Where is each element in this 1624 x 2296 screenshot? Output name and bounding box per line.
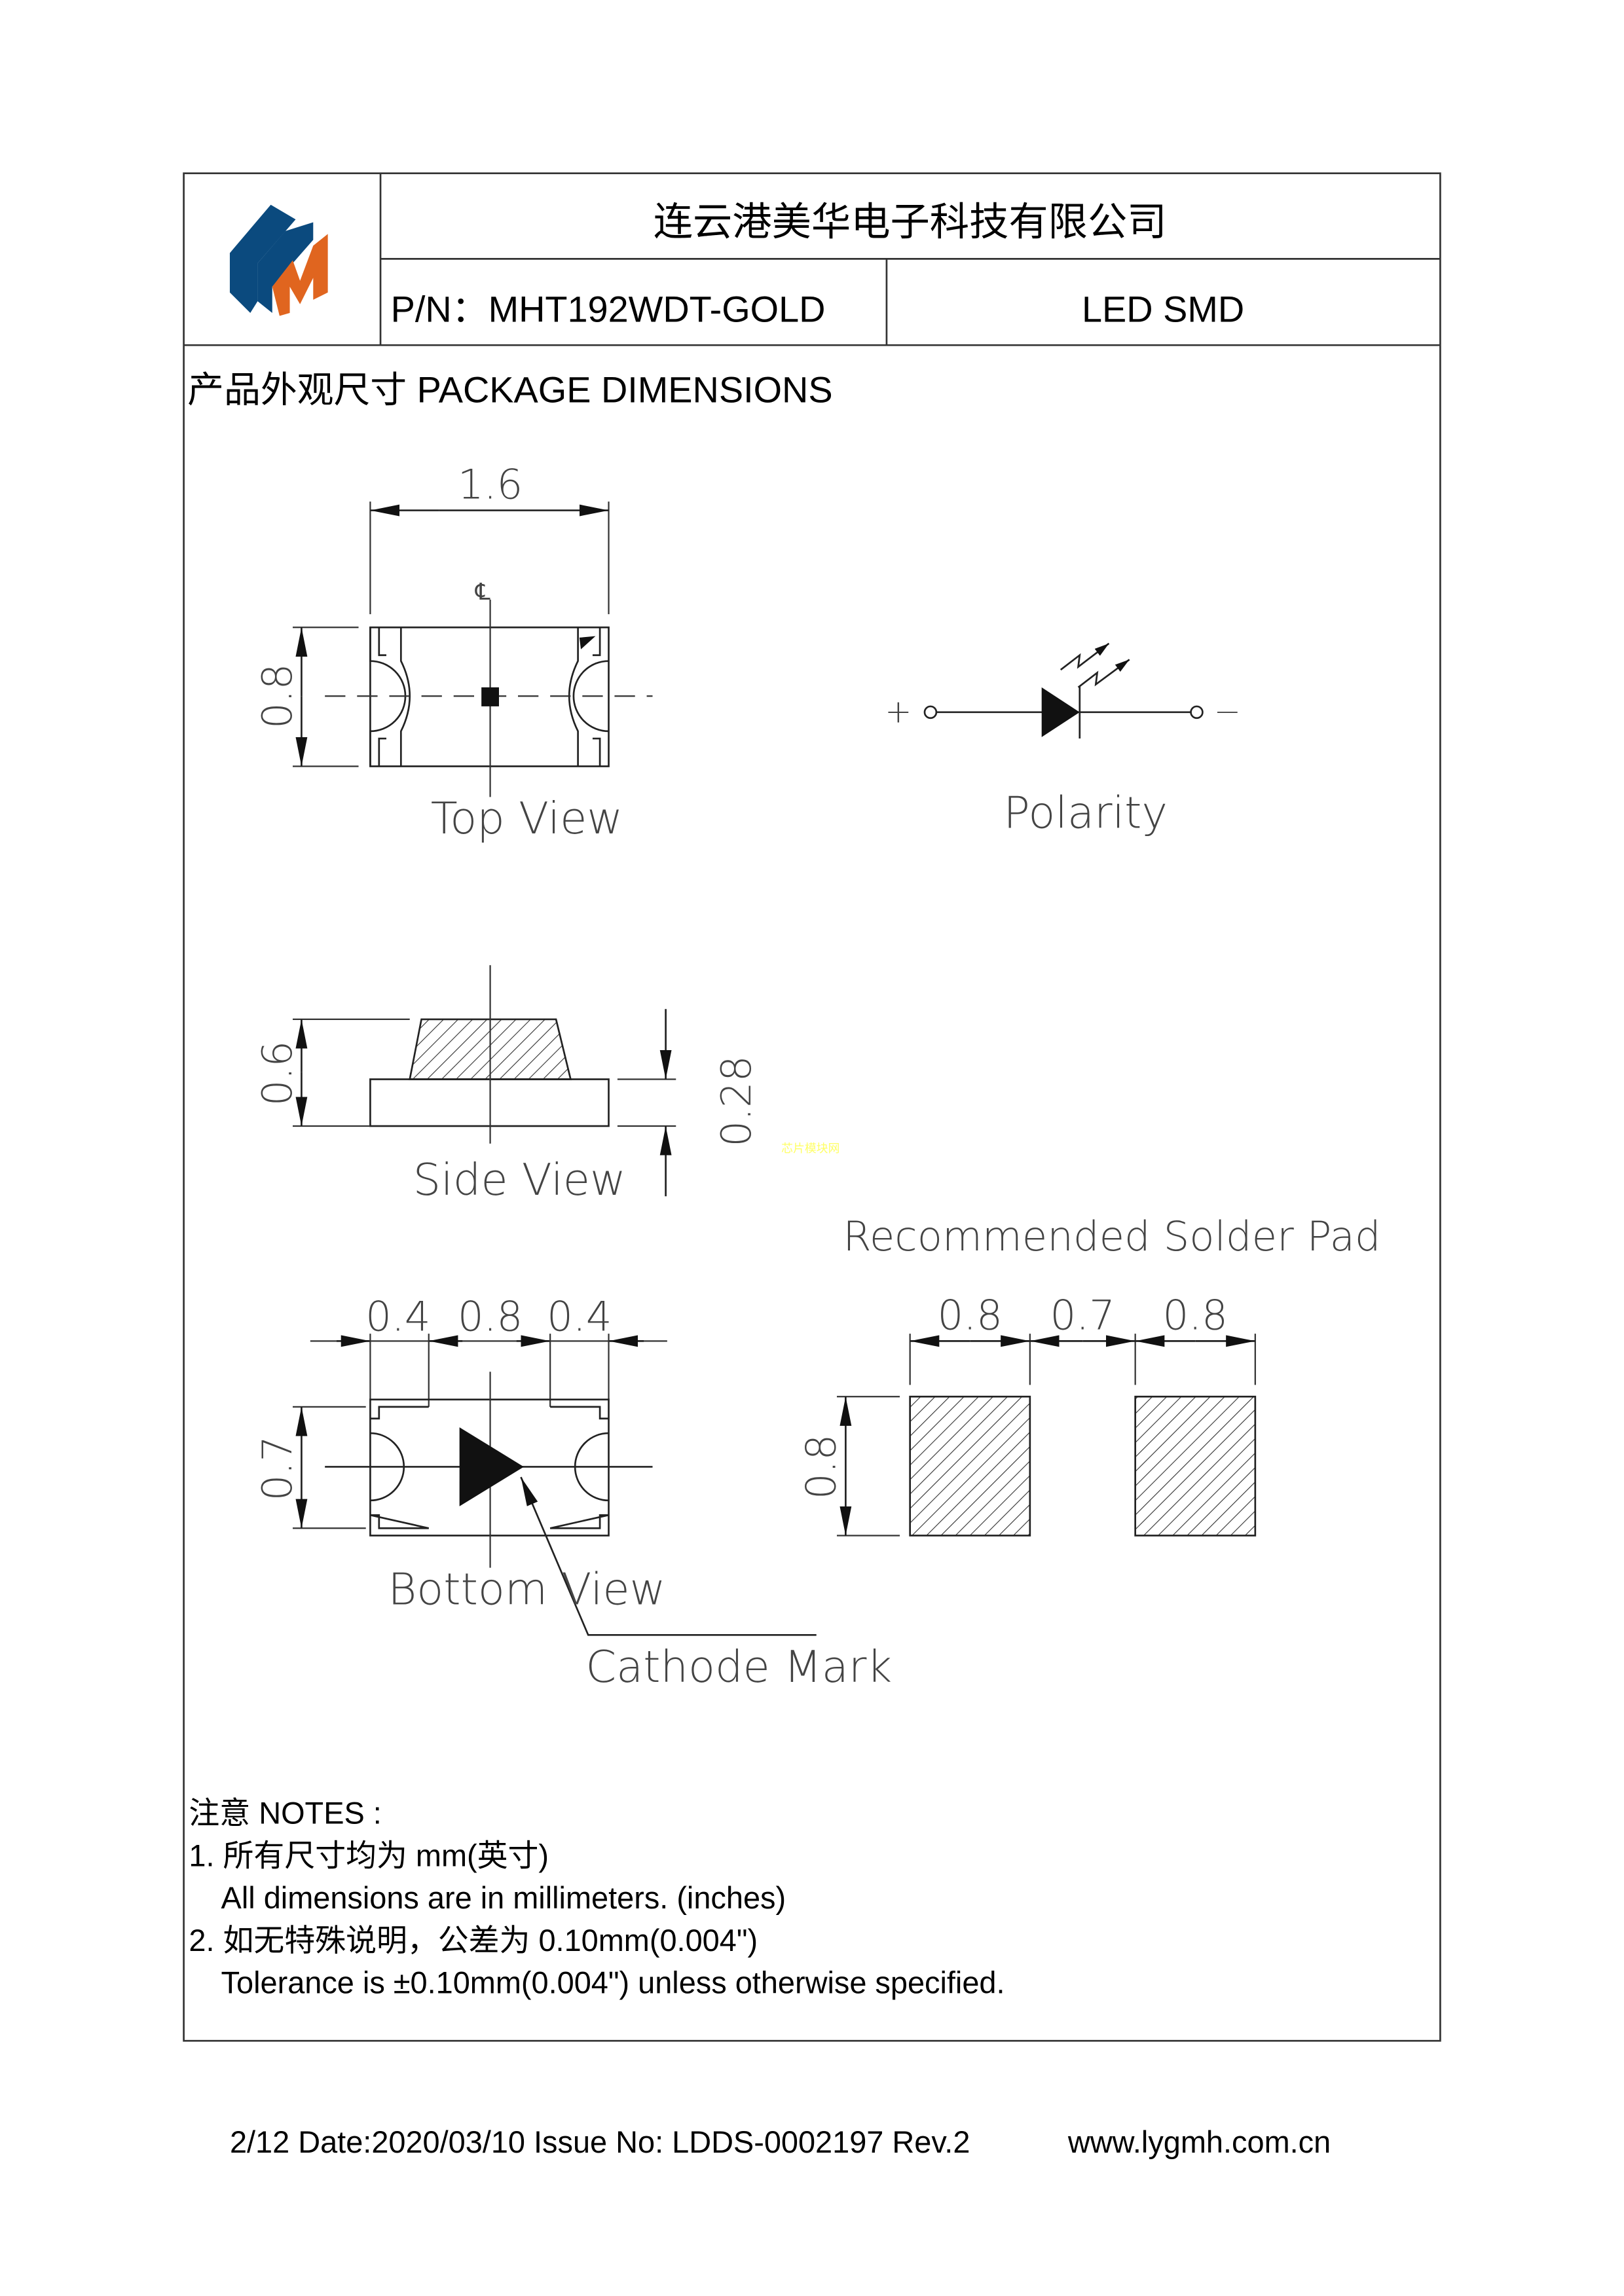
- part-number: P/N：MHT192WDT-GOLD: [391, 288, 826, 329]
- solder-pad-left: [909, 1395, 1031, 1537]
- pad-dim-gap: 0.7: [1050, 1291, 1115, 1339]
- pad-height-dim: 0.8: [798, 1434, 845, 1499]
- footer-website[interactable]: www.lygmh.com.cn: [1067, 2125, 1331, 2159]
- solder-pad-label: Recommended Solder Pad: [843, 1212, 1380, 1260]
- side-base-dim: 0.28: [712, 1055, 760, 1146]
- top-view-label: Top View: [431, 793, 623, 844]
- polarity-symbol: + − Polarity: [885, 642, 1241, 838]
- section-title: 产品外观尺寸 PACKAGE DIMENSIONS: [187, 369, 832, 410]
- note-2-en: Tolerance is ±0.10mm(0.004") unless othe…: [221, 1966, 1005, 2000]
- note-1-en: All dimensions are in millimeters. (inch…: [221, 1881, 786, 1915]
- side-view-drawing: 0.6 0.28 芯片模块网 Side View: [253, 965, 840, 1205]
- company-name: 连云港美华电子科技有限公司: [654, 200, 1167, 246]
- pad-dim-right: 0.8: [1163, 1291, 1228, 1339]
- bottom-view-drawing: 0.4 0.8 0.4 0.7 Bottom View Cathode Mark: [253, 1293, 892, 1692]
- bottom-dim-left: 0.4: [365, 1293, 430, 1341]
- solder-pad-right: [1134, 1395, 1257, 1537]
- notes-title: 注意 NOTES :: [189, 1796, 381, 1830]
- pad-dim-left: 0.8: [938, 1291, 1003, 1339]
- note-2-cn: 2. 如无特殊说明，公差为 0.10mm(0.004"): [189, 1923, 758, 1958]
- page-border: [183, 172, 1441, 2042]
- header-table: 连云港美华电子科技有限公司 P/N：MHT192WDT-GOLD LED SMD: [183, 172, 1441, 2042]
- polarity-label: Polarity: [1003, 787, 1168, 838]
- side-height-dim: 0.6: [253, 1041, 301, 1106]
- watermark: 芯片模块网: [781, 1142, 840, 1156]
- bottom-dim-right: 0.4: [547, 1293, 612, 1341]
- company-logo: [229, 204, 328, 316]
- polarity-plus: +: [885, 692, 912, 730]
- top-view-drawing: 1.6 0.8 ℄ Top View: [253, 461, 653, 844]
- polarity-minus: −: [1214, 692, 1241, 730]
- top-height-dim: 0.8: [253, 664, 301, 729]
- footer-issue-info: 2/12 Date:2020/03/10 Issue No: LDDS-0002…: [230, 2125, 970, 2159]
- bottom-dim-center: 0.8: [458, 1293, 523, 1341]
- notes-section: 注意 NOTES : 1. 所有尺寸均为 mm(英寸) All dimensio…: [189, 1796, 1005, 1999]
- bottom-height-dim: 0.7: [253, 1436, 301, 1501]
- cathode-mark-triangle: [459, 1427, 524, 1506]
- bottom-view-label: Bottom View: [388, 1563, 665, 1614]
- note-1-cn: 1. 所有尺寸均为 mm(英寸): [189, 1838, 549, 1872]
- solder-pad-drawing: 0.8 0.7 0.8 0.8: [798, 1291, 1257, 1537]
- svg-text:℄: ℄: [475, 579, 490, 606]
- product-type: LED SMD: [1082, 288, 1244, 329]
- side-view-label: Side View: [413, 1154, 626, 1205]
- cathode-mark-label: Cathode Mark: [585, 1641, 892, 1692]
- top-width-dim: 1.6: [458, 461, 523, 509]
